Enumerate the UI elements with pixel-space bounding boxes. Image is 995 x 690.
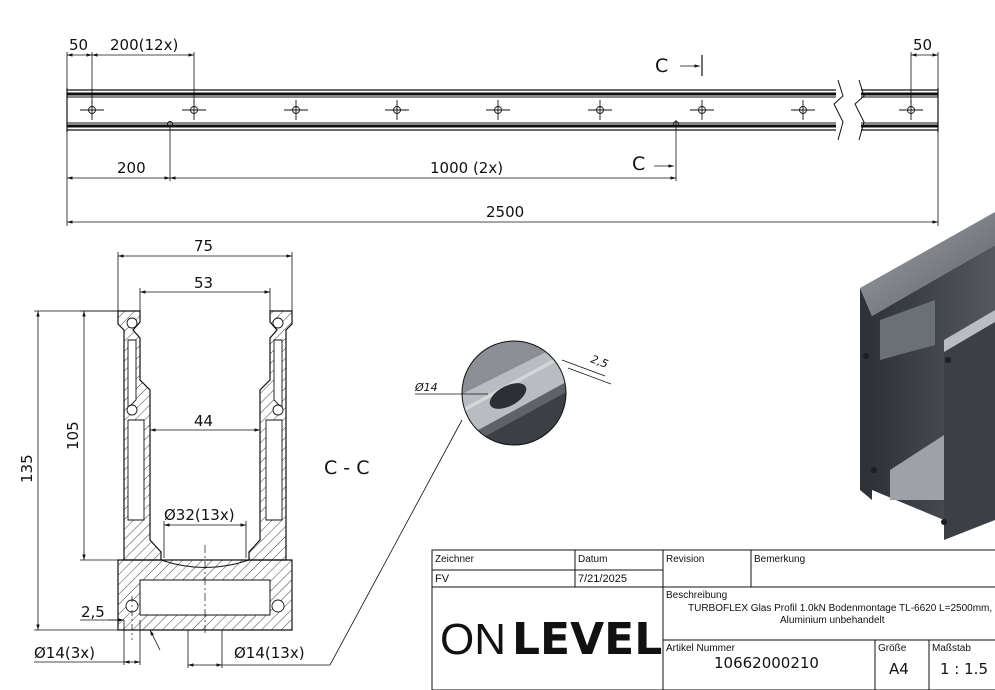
dim-hole-small-left: Ø14(3x) [34, 644, 95, 662]
section-title: C - C [324, 457, 369, 479]
detail-dim-hole: Ø14 [414, 381, 438, 394]
dim-inner-top-width: 53 [194, 274, 213, 292]
description-line-2: Aluminium unbehandelt [780, 615, 885, 626]
section-marker-top: C [655, 55, 668, 77]
isometric-view [860, 212, 995, 540]
value-drawer: FV [435, 573, 450, 585]
top-dimensions [66, 52, 939, 226]
dim-first-slot: 200 [117, 159, 146, 177]
label-revision: Revision [666, 554, 704, 565]
section-dimensions [34, 252, 310, 668]
dim-slot-pitch: 1000 (2x) [430, 159, 503, 177]
hole-mark [486, 100, 510, 120]
section-marker-bottom: C [632, 153, 645, 175]
hole-mark [588, 100, 612, 120]
dim-hole-large: Ø32(13x) [164, 506, 235, 524]
hole-mark [284, 100, 308, 120]
company-logo-part-1: ON [440, 615, 506, 664]
label-description: Beschreibung [666, 590, 727, 601]
dim-hole-small-right: Ø14(13x) [234, 644, 305, 662]
hole-mark [385, 100, 409, 120]
dim-hole-pitch: 200(12x) [110, 36, 178, 54]
label-drawer: Zeichner [435, 554, 475, 565]
label-size: Größe [878, 643, 907, 654]
company-logo-part-2: LEVEL [512, 614, 662, 665]
dim-left-end: 50 [69, 36, 88, 54]
dim-total-height: 135 [18, 454, 36, 483]
profile-strip [66, 79, 939, 141]
detail-view: Ø14 2,5 [414, 340, 612, 446]
top-view: 50 200(12x) 50 C C 200 1000 (2x) 2500 [66, 36, 939, 226]
title-block [431, 549, 995, 690]
hole-mark [791, 100, 815, 120]
label-article-number: Artikel Nummer [666, 643, 736, 654]
dim-inner-height: 105 [64, 421, 82, 450]
dim-wall-thickness: 2,5 [81, 603, 105, 621]
value-size: A4 [889, 660, 909, 678]
label-scale: Maßstab [932, 643, 971, 654]
hole-mark [690, 100, 714, 120]
dim-right-end: 50 [913, 36, 932, 54]
value-date: 7/21/2025 [578, 573, 627, 585]
value-article-number: 10662000210 [714, 654, 819, 672]
description-line-1: TURBOFLEX Glas Profil 1.0kN Bodenmontage… [688, 603, 992, 614]
dim-total-length: 2500 [486, 203, 524, 221]
detail-dim-thickness: 2,5 [589, 353, 610, 371]
label-date: Datum [578, 554, 607, 565]
dim-inner-bottom-width: 44 [194, 412, 213, 430]
label-remark: Bemerkung [754, 554, 805, 565]
section-view: 75 53 44 Ø32(13x) 135 105 2,5 Ø14(3x) Ø1… [18, 237, 463, 668]
value-scale: 1 : 1.5 [940, 660, 988, 678]
dim-outer-width: 75 [194, 237, 213, 255]
